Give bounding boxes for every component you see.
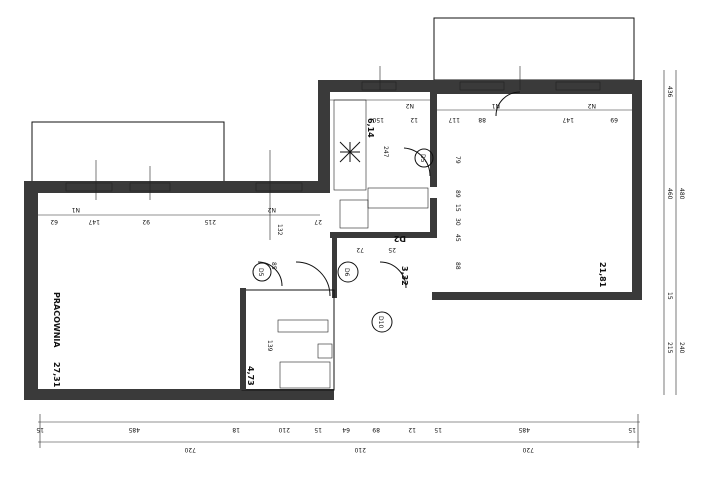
hall-area: 3,32 [400, 266, 409, 286]
idim-tl-4: 215 [204, 218, 216, 225]
small-room-area: 4,73 [246, 366, 255, 386]
right-room-area: 21,81 [598, 262, 607, 288]
rdim-6: 215 [666, 342, 673, 354]
idim-tr-3: 88 [478, 116, 486, 123]
idim-m-8: 72 [356, 246, 364, 253]
bdim-6: 64 [342, 426, 350, 433]
idim-m-7: 88 [454, 262, 461, 270]
idim-m-6: 45 [454, 234, 461, 242]
small-room [240, 288, 335, 391]
idim-m-1: 247 [382, 146, 389, 158]
idim-m-3: 89 [454, 190, 461, 198]
right-dimensions: 436 480 460 15 240 215 [666, 86, 685, 354]
rdim-5: 240 [678, 342, 685, 354]
idim-tr-2: 117 [448, 116, 460, 123]
bottom-dimensions-row2: 720 210 720 [184, 446, 534, 453]
idim-tl-3: 92 [142, 218, 150, 225]
idim-m-11: 85 [270, 262, 277, 270]
idim-m-12: 132 [276, 224, 283, 236]
outer-walls [24, 80, 642, 400]
bottom-dimensions-row1: 15 485 18 210 15 64 89 12 15 485 15 [36, 426, 636, 433]
interior-dimensions: 62 147 92 215 27 150 117 88 147 69 12 24… [50, 102, 618, 352]
idim-m-10: 139 [266, 340, 273, 352]
bdim-7: 89 [372, 426, 380, 433]
door-d6: D6 [343, 268, 350, 277]
pracownia-name: PRACOWNIA [52, 292, 61, 348]
idim-m-5: 30 [454, 218, 461, 226]
rdim-4: 15 [666, 292, 673, 300]
bdim-10: 485 [518, 426, 530, 433]
note-5: N2 [588, 102, 596, 109]
door-swings [257, 91, 521, 297]
rdim-1: 436 [666, 86, 673, 98]
bdim-8: 12 [408, 426, 416, 433]
door-d5-left: D5 [257, 268, 264, 277]
pracownia-area: 27,31 [52, 362, 61, 388]
bdim-4: 210 [278, 426, 290, 433]
right-dimension-lines [663, 70, 677, 395]
bdim-1: 15 [36, 426, 44, 433]
idim-tl-5: 27 [314, 218, 322, 225]
bdim2-2: 210 [354, 446, 366, 453]
door-markers: D5 D5 D6 D10 D2 [252, 148, 434, 333]
idim-tr-4: 147 [562, 116, 574, 123]
kitchen-area: 6,14 [366, 118, 375, 138]
bdim-5: 15 [314, 426, 322, 433]
note-2: N2 [268, 206, 276, 213]
bdim2-3: 720 [522, 446, 534, 453]
door-d2: D2 [394, 234, 406, 243]
bdim-2: 485 [128, 426, 140, 433]
idim-tr-5: 69 [610, 116, 618, 123]
idim-tl-2: 147 [88, 218, 100, 225]
bdim-11: 15 [628, 426, 636, 433]
rdim-2: 480 [678, 188, 685, 200]
idim-tr-6: 12 [410, 116, 418, 123]
door-d5-top: D5 [419, 154, 426, 163]
door-d10: D10 [377, 316, 384, 328]
idim-tr-1: 150 [372, 116, 384, 123]
balcony-right [433, 17, 635, 81]
balcony-left [31, 121, 225, 185]
bdim-3: 18 [232, 426, 240, 433]
bdim-9: 15 [434, 426, 442, 433]
interior-lines [38, 66, 632, 240]
kitchen-fixtures [333, 99, 429, 229]
idim-tl-1: 62 [50, 218, 58, 225]
idim-m-2: 79 [454, 156, 461, 164]
rdim-3: 460 [666, 188, 673, 200]
note-1: N1 [72, 206, 80, 213]
bdim2-1: 720 [184, 446, 196, 453]
note-3: N2 [406, 102, 414, 109]
idim-m-9: 25 [388, 246, 396, 253]
windows [65, 81, 601, 192]
bottom-dimension-lines [38, 414, 640, 448]
note-4: N1 [492, 102, 500, 109]
idim-m-4: 15 [454, 204, 461, 212]
